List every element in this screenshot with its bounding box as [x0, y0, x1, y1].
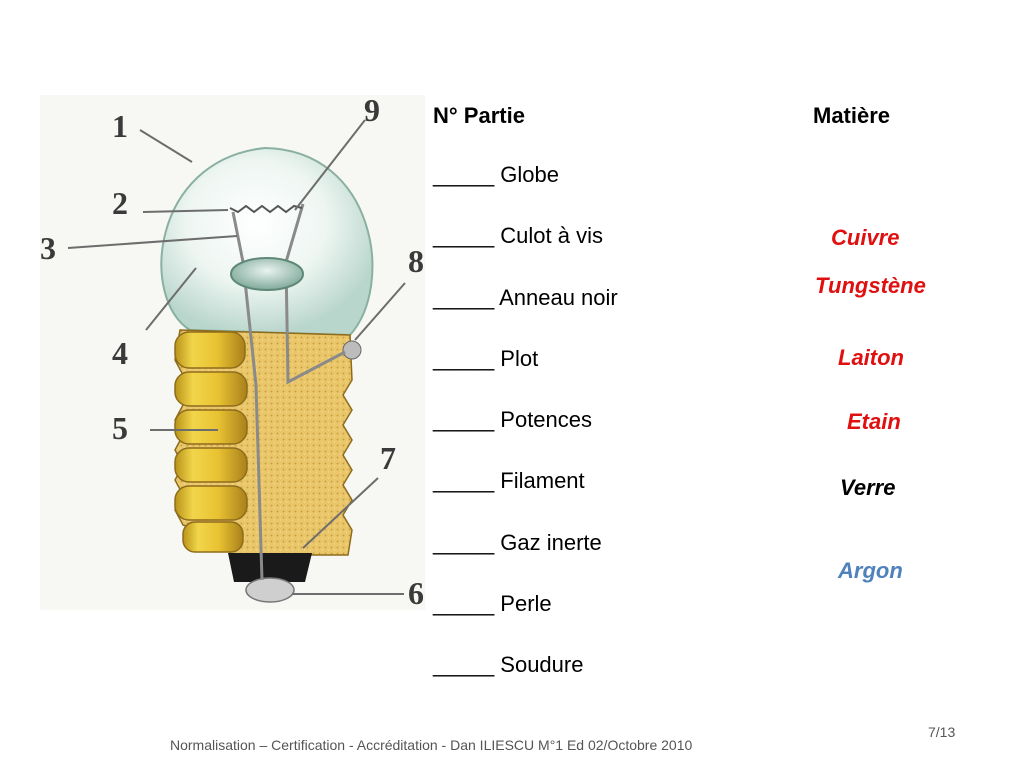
- parts-header: N° Partie: [433, 103, 525, 128]
- label-number-5: 5: [112, 410, 128, 446]
- bulb-diagram: 1 2 3 4 5 6 7 8 9: [0, 0, 430, 640]
- part-item-plot: _____ Plot: [433, 345, 539, 371]
- material-tungstene: Tungstène: [815, 273, 926, 298]
- part-item-gaz: _____ Gaz inerte: [433, 529, 602, 555]
- label-number-3: 3: [40, 230, 56, 266]
- material-laiton: Laiton: [838, 345, 904, 370]
- part-item-soudure: _____ Soudure: [433, 652, 584, 678]
- parts-list: _____ Globe _____ Culot à vis _____ Anne…: [433, 162, 618, 714]
- filament: [229, 204, 303, 214]
- label-number-6: 6: [408, 575, 424, 611]
- label-number-4: 4: [112, 335, 128, 371]
- part-item-globe: _____ Globe: [433, 162, 559, 187]
- material-etain: Etain: [847, 409, 901, 434]
- black-ring: [228, 553, 312, 582]
- part-item-potences: _____ Potences: [433, 407, 593, 433]
- glass-globe: [160, 146, 374, 337]
- leader-lines: [67, 119, 406, 595]
- bulb-illustration: [40, 95, 425, 610]
- screw-threads: [174, 331, 248, 553]
- page-number: 7/13: [928, 724, 956, 740]
- material-cuivre: Cuivre: [831, 225, 900, 250]
- contact-plot: [245, 577, 295, 603]
- label-number-1: 1: [112, 108, 128, 144]
- side-solder: [342, 340, 362, 360]
- label-number-9: 9: [364, 92, 380, 128]
- label-number-7: 7: [380, 440, 396, 476]
- material-header: Matière: [813, 103, 891, 128]
- label-number-2: 2: [112, 185, 128, 221]
- part-item-filament: _____ Filament: [433, 468, 585, 494]
- material-verre: Verre: [840, 475, 896, 500]
- part-item-culot: _____ Culot à vis: [433, 223, 603, 249]
- glass-pearl: [230, 257, 304, 291]
- part-item-perle: _____ Perle: [433, 591, 552, 617]
- label-number-8: 8: [408, 243, 424, 279]
- part-item-anneau: _____ Anneau noir: [433, 284, 618, 310]
- footer-text: Normalisation – Certification - Accrédit…: [170, 737, 693, 753]
- material-argon: Argon: [838, 558, 903, 583]
